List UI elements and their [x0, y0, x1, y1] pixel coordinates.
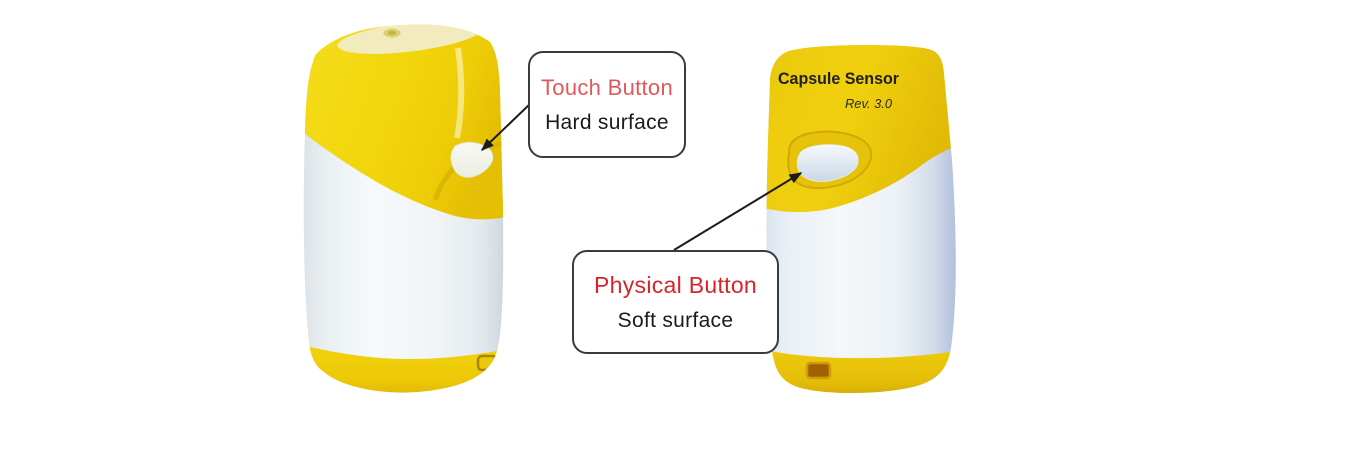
- physical-button-callout-subtitle: Soft surface: [617, 308, 734, 332]
- device-print-title: Capsule Sensor: [778, 70, 900, 88]
- touch-button-callout: Touch Button Hard surface: [528, 51, 686, 158]
- touch-button-callout-subtitle: Hard surface: [545, 110, 669, 134]
- physical-button-callout: Physical Button Soft surface: [572, 250, 779, 354]
- capsule-sensor-side-photo: [303, 24, 504, 393]
- device-print-revision: Rev. 3.0: [845, 97, 892, 111]
- right-device-base-slot: [805, 361, 832, 380]
- left-device-cap-crease-highlight: [454, 47, 465, 139]
- capsule-sensor-front-photo: Capsule Sensor Rev. 3.0: [766, 44, 956, 394]
- physical-button-callout-title: Physical Button: [593, 271, 758, 298]
- left-device-base-slot: [476, 354, 499, 372]
- right-device-physical-button: [796, 144, 859, 182]
- touch-button-callout-title: Touch Button: [540, 74, 674, 100]
- left-device-top-hole-inner: [388, 30, 396, 36]
- left-device-top-surface: [337, 24, 483, 54]
